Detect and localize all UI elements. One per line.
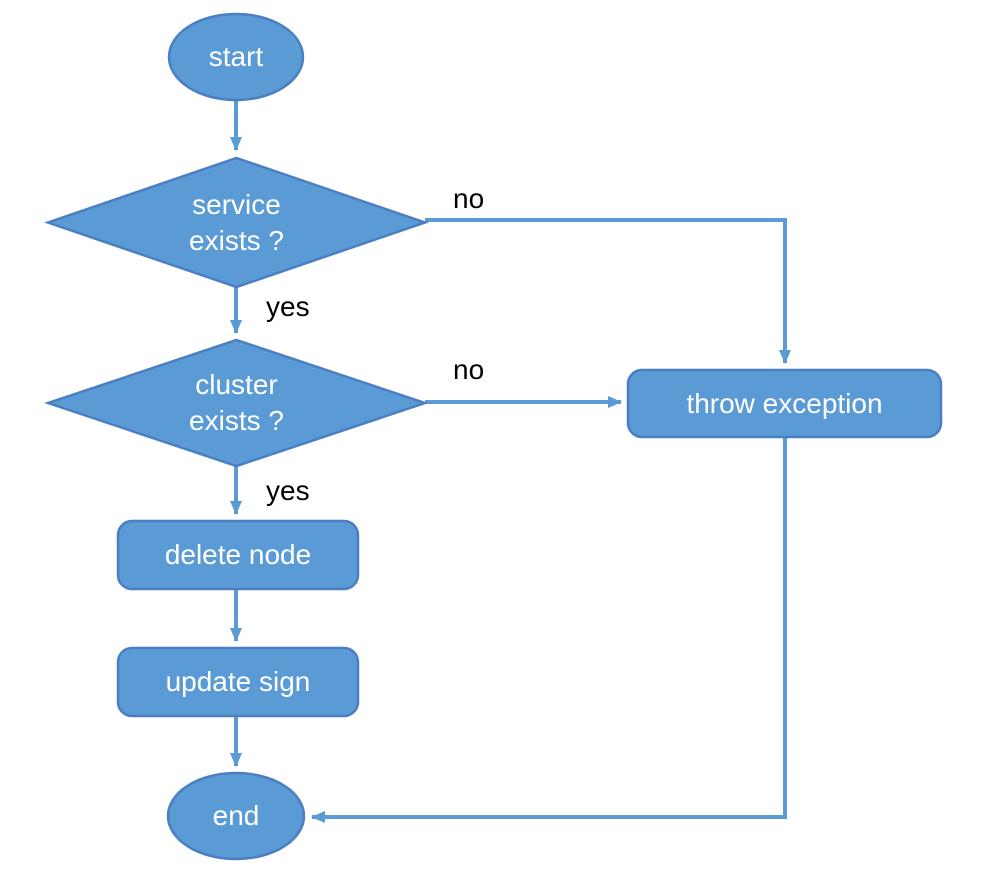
update-sign-process-shape — [116, 646, 360, 718]
service-exists-decision-shape — [44, 156, 429, 289]
throw-exception-process-shape — [626, 368, 943, 439]
delete-node-process-shape — [116, 519, 360, 591]
end-node-shape — [166, 771, 306, 861]
edge-service-no-to-throw — [425, 218, 791, 364]
start-node-shape — [167, 12, 305, 102]
edge-throw-to-end — [311, 437, 787, 823]
cluster-exists-decision-shape — [44, 338, 429, 468]
